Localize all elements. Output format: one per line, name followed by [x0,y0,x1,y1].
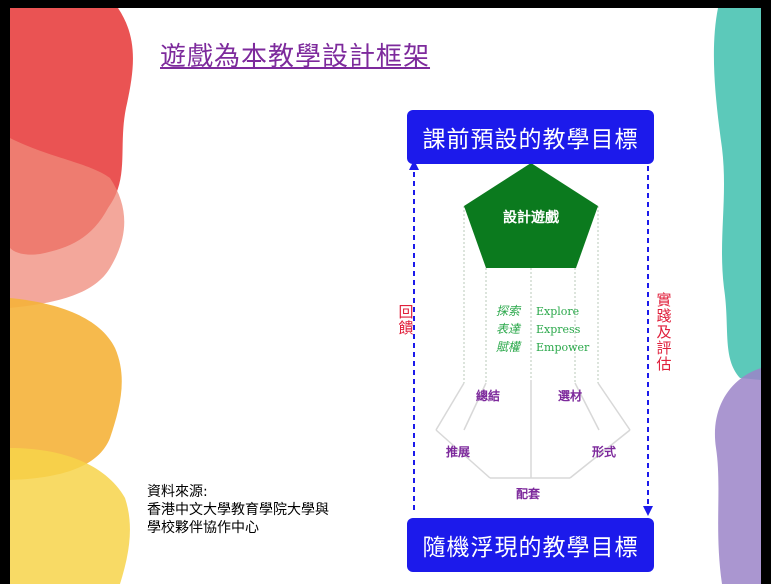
explore-en-2: Express [536,323,581,336]
source-line-1: 香港中文大學教育學院大學與 [147,502,329,518]
source-label: 資料來源: [147,484,208,500]
explore-cn-1: 探索 [496,304,522,318]
label-extension: 推展 [446,444,470,459]
decoration-and-diagram: 設計遊戲 探索 表達 賦權 Explore Express Empower 總結… [10,8,761,584]
page-title: 遊戲為本教學設計框架 [160,42,431,72]
feedback-label: 回饋 [398,303,414,337]
preset-goal-box: 課前預設的教學目標 [407,110,654,164]
left-watercolor-decoration [10,8,133,584]
emergent-goal-label: 隨機浮現的教學目標 [422,535,639,561]
explore-en-1: Explore [536,305,579,318]
label-material: 選材 [558,388,582,403]
explore-cn-3: 賦權 [496,340,522,354]
source-citation: 資料來源: 香港中文大學教育學院大學與 學校夥伴協作中心 [147,483,329,537]
explore-cn-group: 探索 表達 賦權 [496,304,522,354]
explore-cn-2: 表達 [496,322,522,336]
practice-arrow [643,166,653,516]
right-watercolor-decoration [713,8,761,584]
feedback-arrow [409,160,419,510]
label-summary: 總結 [476,388,500,403]
pentagon-label: 設計遊戲 [503,209,560,226]
preset-goal-label: 課前預設的教學目標 [422,127,639,153]
explore-en-group: Explore Express Empower [536,305,590,354]
base-outline [435,380,631,479]
design-game-pentagon [464,163,598,268]
emergent-goal-box: 隨機浮現的教學目標 [407,518,654,572]
source-line-2: 學校夥伴協作中心 [147,520,259,536]
prism-outline [463,206,599,383]
explore-en-3: Empower [536,341,590,354]
practice-evaluation-label: 實踐及評估 [656,291,672,373]
slide: 設計遊戲 探索 表達 賦權 Explore Express Empower 總結… [10,8,761,584]
label-form: 形式 [592,444,616,459]
label-support: 配套 [516,486,541,501]
